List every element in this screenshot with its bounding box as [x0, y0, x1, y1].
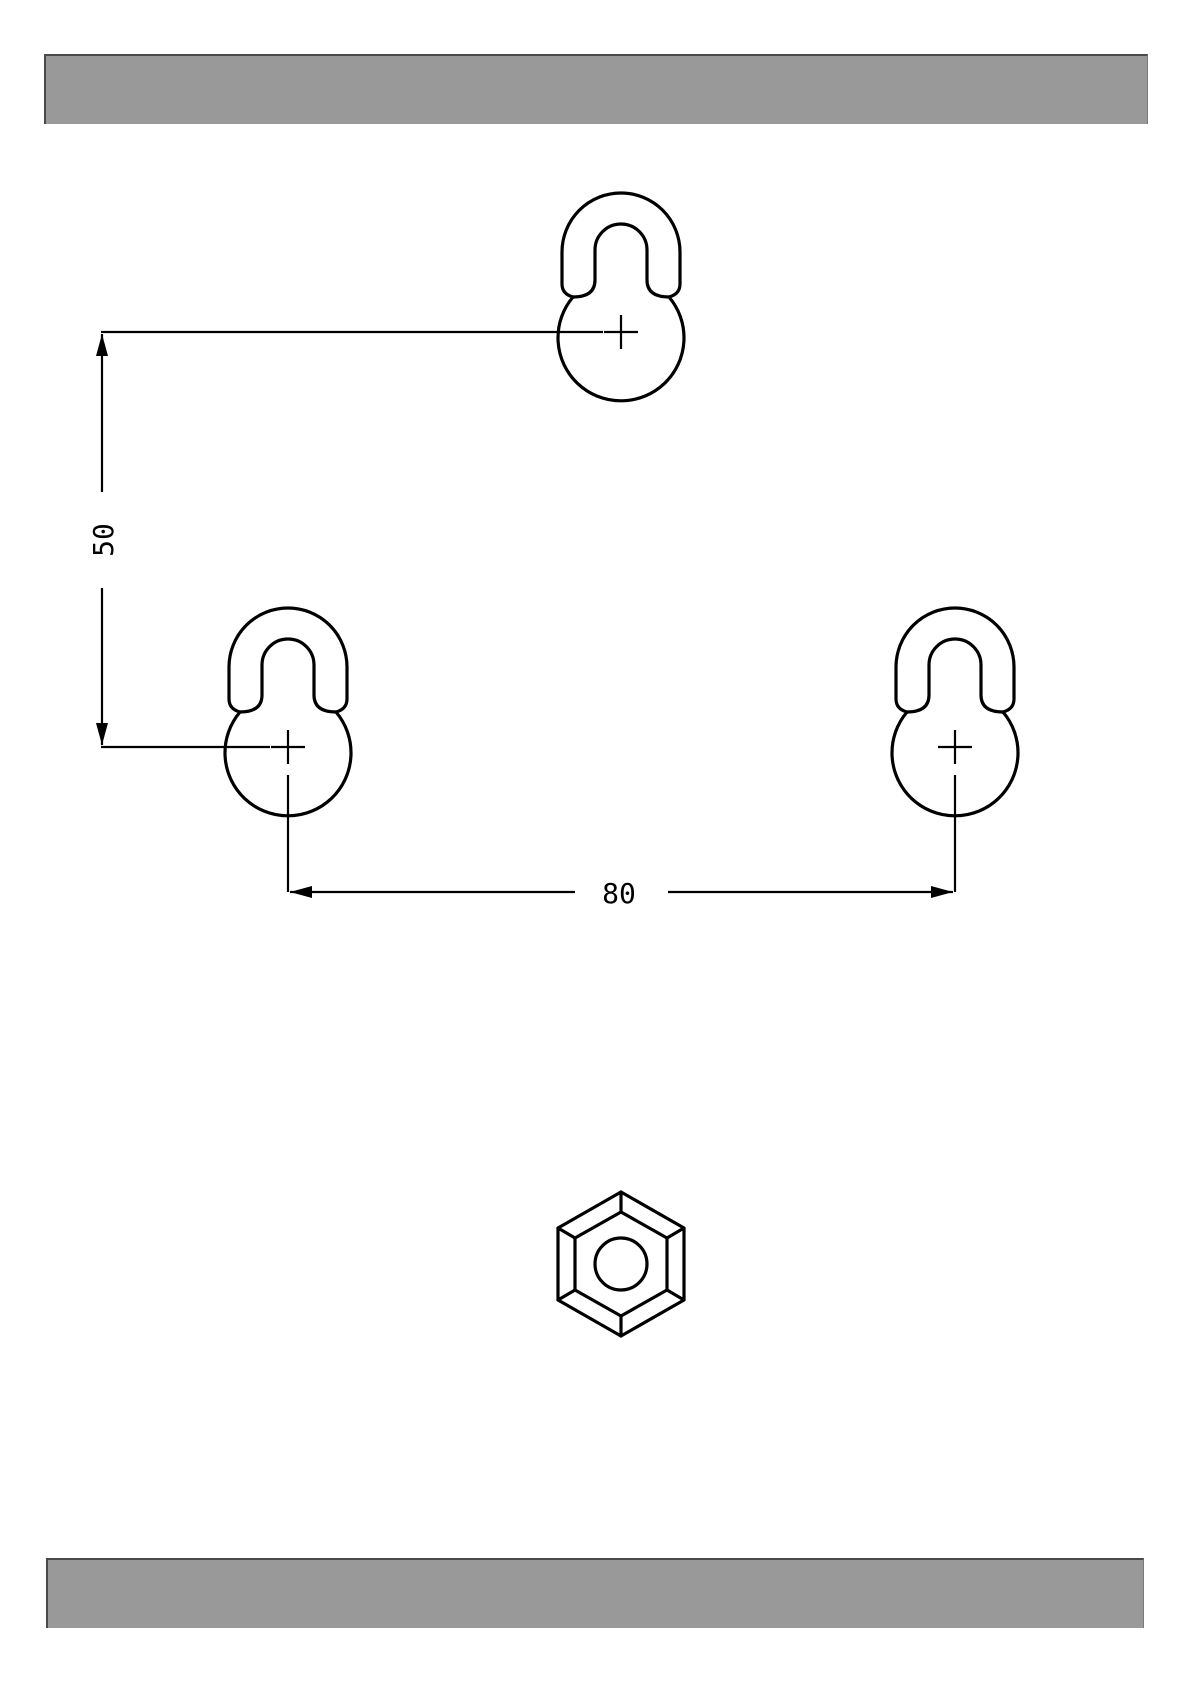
horizontal-dimension: 80	[288, 775, 955, 910]
keyhole-top	[558, 193, 684, 401]
vertical-dimension: 50	[87, 332, 603, 747]
hex-nut-icon	[558, 1192, 684, 1336]
horizontal-dimension-label: 80	[602, 877, 636, 910]
vertical-dimension-label: 50	[87, 523, 120, 557]
